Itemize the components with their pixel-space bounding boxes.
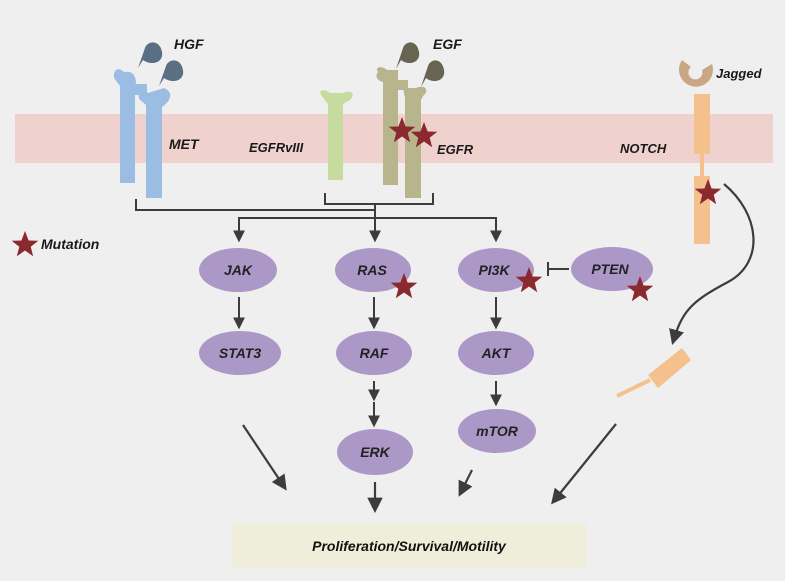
pten-inhibition	[547, 262, 569, 276]
egfr-label: EGFR	[437, 142, 474, 157]
hgf-ligand-1	[138, 42, 163, 68]
arrow-mtor-outcome	[458, 469, 473, 497]
jak-label: JAK	[224, 262, 253, 278]
mutation-star-icon	[694, 179, 722, 205]
arrow-stat3-outcome	[242, 424, 287, 491]
hgf-label: HGF	[174, 36, 204, 52]
mtor-label: mTOR	[476, 423, 519, 439]
egf-ligand-2	[421, 60, 445, 87]
pten-node	[571, 247, 653, 291]
arrow-notch-cleavage	[669, 183, 755, 345]
egfrviii-receptor	[320, 90, 353, 180]
erk-node	[337, 429, 413, 475]
raf-label: RAF	[360, 345, 389, 361]
stat3-node	[199, 331, 281, 375]
arrow-notch-outcome	[551, 423, 617, 505]
raf-node	[336, 331, 412, 375]
egfrviii-label: EGFRvIII	[249, 140, 304, 155]
mutation-star-icon	[515, 267, 543, 293]
legend-mutation-label: Mutation	[41, 236, 99, 252]
jagged-label: Jagged	[716, 66, 763, 81]
pi3k-label: PI3K	[478, 262, 510, 278]
met-receptor	[113, 69, 171, 198]
erk-label: ERK	[360, 444, 390, 460]
akt-node	[458, 331, 534, 375]
outcome-label: Proliferation/Survival/Motility	[312, 538, 507, 554]
stat3-label: STAT3	[219, 345, 261, 361]
outcome-box	[232, 523, 586, 569]
notch-label: NOTCH	[620, 141, 667, 156]
hgf-ligand-2	[159, 60, 184, 86]
jagged-ligand	[678, 60, 713, 87]
mutation-star-icon	[410, 122, 438, 148]
egfr-receptor	[376, 67, 427, 198]
ras-node	[335, 248, 411, 292]
mtor-node	[458, 409, 536, 453]
mutation-star-icon	[390, 273, 418, 299]
notch-icd-fragment	[616, 348, 691, 398]
pten-label: PTEN	[591, 261, 629, 277]
ras-label: RAS	[357, 262, 387, 278]
met-label: MET	[169, 136, 200, 152]
jak-node	[199, 248, 277, 292]
mutation-star-icon	[626, 276, 654, 302]
legend-mutation-star-icon	[11, 231, 39, 257]
mutation-star-icon	[388, 117, 416, 143]
egf-ligand-1	[396, 42, 420, 69]
pi3k-node	[458, 248, 534, 292]
akt-label: AKT	[481, 345, 512, 361]
egf-label: EGF	[433, 36, 462, 52]
